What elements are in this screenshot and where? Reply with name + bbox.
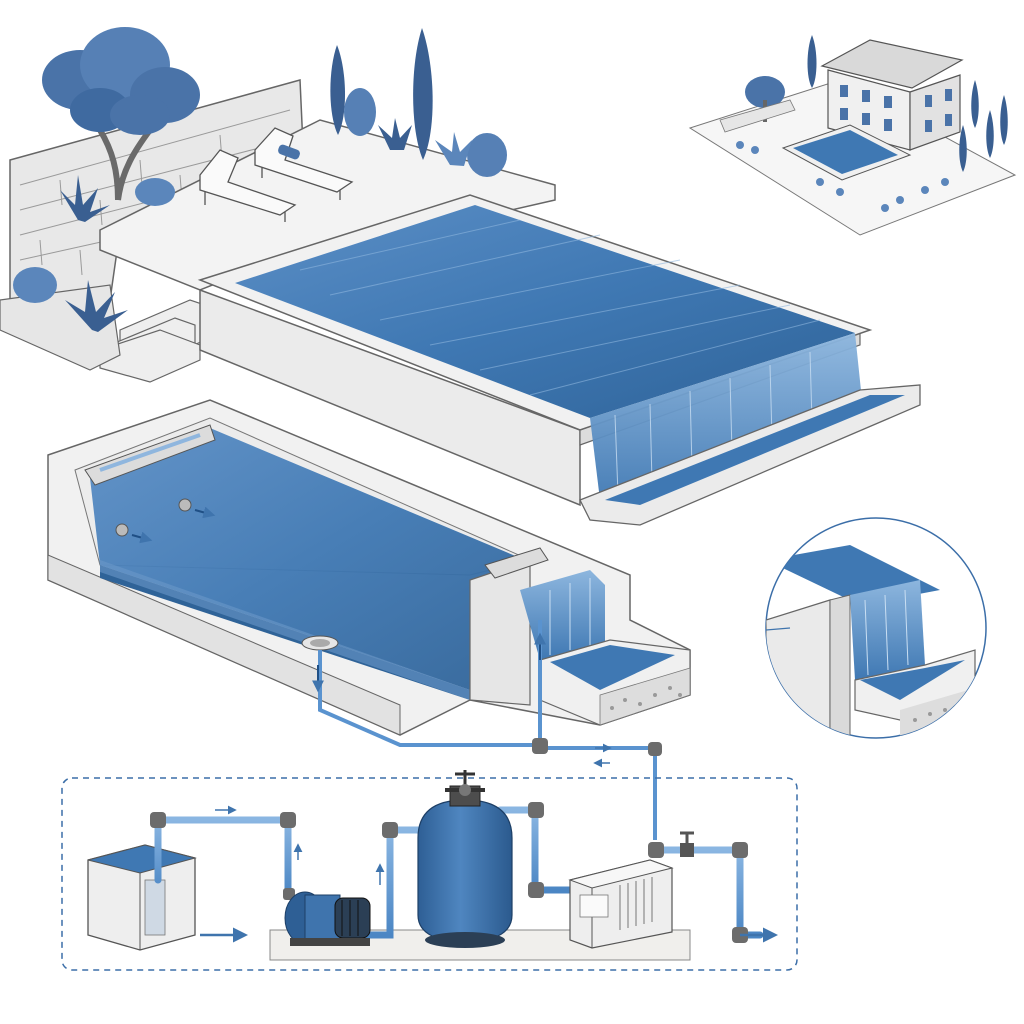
heat-pump-icon — [568, 859, 674, 949]
detail-callout — [765, 517, 987, 739]
terrace-steps — [99, 299, 206, 383]
pump-icon — [284, 891, 371, 946]
pool-icon — [781, 124, 912, 181]
infinity-pool-water — [235, 205, 855, 418]
main-drain-icon — [301, 635, 339, 651]
skimmer-icon — [84, 424, 216, 486]
agave-icon — [60, 175, 128, 332]
cypress-icon — [330, 28, 433, 160]
overflow-detail-icon — [766, 545, 976, 738]
infinity-pool-terrace — [0, 27, 921, 526]
pool-wall-front — [199, 288, 581, 507]
cutaway-pool-water — [90, 428, 525, 690]
return-inlet-icon — [115, 498, 216, 544]
house-overview-inset — [688, 35, 1017, 236]
sun-lounger-icon — [199, 127, 354, 222]
sand-filter-icon — [417, 770, 513, 948]
equipment-room — [61, 770, 798, 971]
olive-tree-icon — [42, 27, 200, 201]
cutaway-pool — [47, 399, 691, 840]
shrub-icon — [13, 178, 175, 303]
equipment-frame — [61, 777, 798, 971]
valve-icon — [680, 831, 694, 857]
flow-arrow-icon — [200, 805, 778, 943]
infinity-waterfall — [590, 333, 862, 500]
